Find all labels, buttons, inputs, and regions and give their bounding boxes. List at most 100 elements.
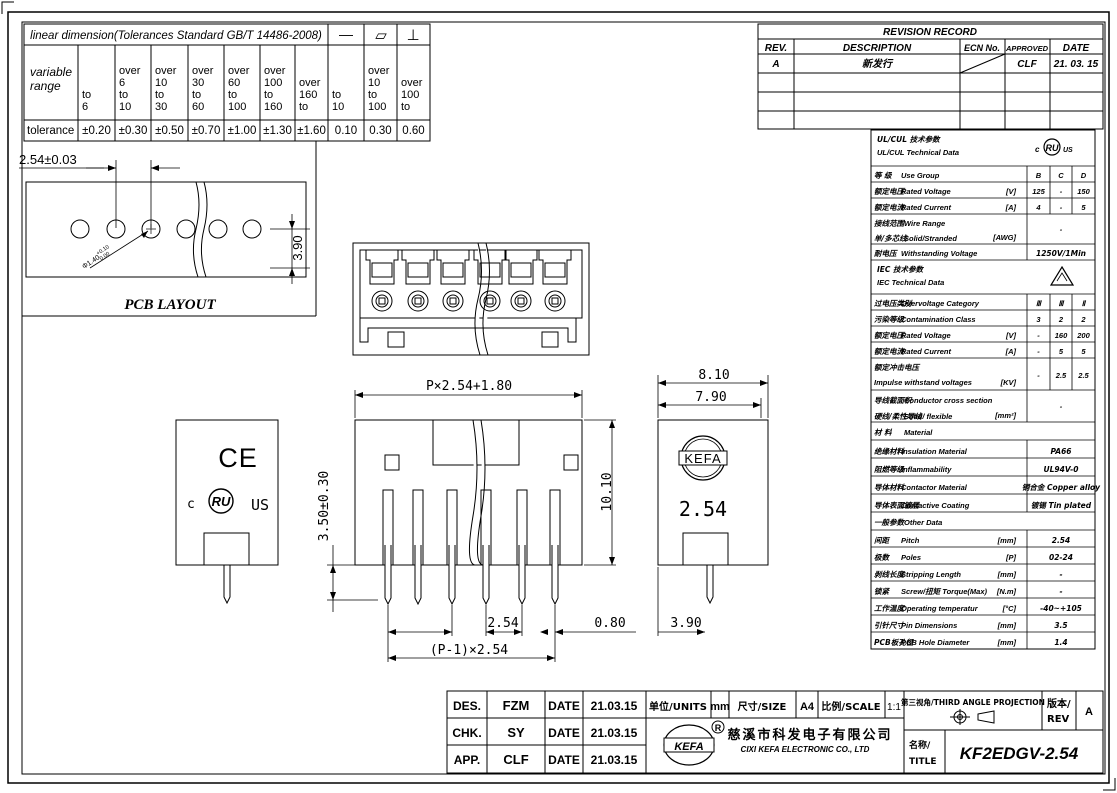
spec-label-en: PCB Hole Diameter xyxy=(901,638,970,647)
right-side-view: 8.10 7.90 KEFA 2.54 3.90 xyxy=(657,368,769,636)
spec-label-en: Contactor Material xyxy=(901,483,968,492)
spec-unit: [°C] xyxy=(1002,604,1017,613)
screw-inner xyxy=(375,294,389,308)
range-col-text: 160 xyxy=(264,101,282,113)
pin-slot xyxy=(480,489,492,565)
spec-value: 2.54 xyxy=(1052,536,1071,545)
tolerance-value: ±1.30 xyxy=(263,125,292,137)
spec-label-cn: 额定冲击电压 xyxy=(874,363,920,372)
ul-mark: RU xyxy=(212,494,231,509)
pin-slot xyxy=(382,489,394,565)
title-label: 名称/ TITLE xyxy=(909,739,937,767)
spec-value: - xyxy=(1060,187,1063,196)
spec-label-cn: 引针尺寸 xyxy=(874,621,905,630)
tb-role: CHK. xyxy=(452,726,481,740)
side-pin-offset-dim: 3.90 xyxy=(670,616,701,631)
spec-label-cn: 导体材料 xyxy=(874,483,905,492)
symbol-perpendicularity: ⊥ xyxy=(406,26,419,44)
revision-rev: A xyxy=(771,59,779,70)
pin xyxy=(482,545,490,606)
svg-text:R: R xyxy=(715,723,722,733)
spec-unit: [mm] xyxy=(997,638,1017,647)
spec-label-cn: 阻燃等级 xyxy=(874,465,905,474)
spec-label-en: Wire Range xyxy=(904,219,945,228)
drawing-title: KF2EDGV-2.54 xyxy=(960,744,1079,763)
spec-value: 1250V/1Min xyxy=(1036,249,1086,258)
screw-head xyxy=(551,297,559,305)
spec-value: D xyxy=(1081,171,1087,180)
spec-label-cn: PCB板孔径 xyxy=(874,638,915,647)
spec-label-en: Rated Current xyxy=(901,347,952,356)
spec-label-cn: 极数 xyxy=(874,553,890,562)
range-col-text: 160 xyxy=(299,89,317,101)
spec-value: UL94V-0 xyxy=(1044,465,1079,474)
spec-value: Ⅱ xyxy=(1082,299,1087,308)
tolerance-value: ±0.50 xyxy=(155,125,184,137)
range-col-text: to xyxy=(119,89,128,101)
tolerance-value: ±1.00 xyxy=(228,125,257,137)
spec-header: UL/CUL Technical Data xyxy=(877,148,959,157)
pin-thickness-dim: 0.80 xyxy=(594,616,625,631)
spec-label-en: Use Group xyxy=(901,171,940,180)
revision-table: REVISION RECORD REV. DESCRIPTION ECN No.… xyxy=(757,23,1104,130)
kefa-logo-icon: KEFA xyxy=(678,435,728,481)
tolerance-label: tolerance xyxy=(27,125,74,137)
spec-unit: [A] xyxy=(1005,347,1017,356)
range-col-text: 100 xyxy=(401,89,419,101)
tolerance-value: 0.10 xyxy=(335,125,357,137)
spec-label-en: Rated Voltage xyxy=(901,187,951,196)
pin-height-dim: 3.50±0.30 xyxy=(317,471,332,541)
corner-mark xyxy=(1103,778,1116,791)
ul-recognized-icon xyxy=(1043,138,1061,156)
left-side-view: CE c RU US xyxy=(175,419,279,605)
ul-recognized-icon: RU xyxy=(208,488,234,514)
range-col-text: to xyxy=(401,101,410,113)
spec-value: B xyxy=(1036,171,1042,180)
range-col-text: to xyxy=(155,89,164,101)
tolerance-value: ±0.30 xyxy=(119,125,148,137)
pin-slot xyxy=(516,489,528,565)
wire-slot xyxy=(504,250,538,285)
tolerance-columns: to6±0.20over6to10±0.30over10to30±0.50ove… xyxy=(82,65,425,137)
spec-value: 5 xyxy=(1081,203,1086,212)
spec-label-cn: 锁紧 xyxy=(874,587,890,596)
spec-label-en: Operating temperatur xyxy=(901,604,979,613)
spec-label-en: Poles xyxy=(901,553,921,562)
spec-label-en: Stripping Length xyxy=(901,570,961,579)
front-width-dim: P×2.54+1.80 xyxy=(426,379,512,394)
wire-slot-inner xyxy=(544,262,566,278)
tb-date-label: DATE xyxy=(548,699,580,713)
range-col-text: 6 xyxy=(82,101,88,113)
revision-title: REVISION RECORD xyxy=(883,27,977,38)
spec-section: Material xyxy=(904,428,933,437)
spec-label-cn: 导体表面镀层 xyxy=(874,501,920,510)
range-col-text: over xyxy=(299,77,321,89)
screw-inner xyxy=(548,294,562,308)
side-pitch-marking: 2.54 xyxy=(679,497,727,521)
title-label-line: 名称/ xyxy=(909,739,931,751)
spec-value: Ⅲ xyxy=(1036,299,1042,308)
range-col-text: 10 xyxy=(332,101,344,113)
kefa-logo-text: KEFA xyxy=(684,451,721,466)
tb-name: SY xyxy=(507,725,525,740)
spec-label-cn: 间距 xyxy=(874,536,890,545)
rev-label: 版本/ REV xyxy=(1047,697,1074,725)
screw-inner xyxy=(514,294,528,308)
revision-date: 21. 03. 15 xyxy=(1053,59,1099,70)
wire-slot xyxy=(401,250,435,285)
range-col-text: to xyxy=(299,101,308,113)
range-col-text: 10 xyxy=(368,77,380,89)
screw-inner xyxy=(483,294,497,308)
revision-col-ecn: ECN No. xyxy=(964,43,1000,53)
tb-role: DES. xyxy=(453,699,481,713)
range-col-text: over xyxy=(119,65,141,77)
spec-label-en: Solid/ flexible xyxy=(904,412,952,421)
screw-head xyxy=(517,297,525,305)
tolerance-value: 0.30 xyxy=(369,125,391,137)
range-col-text: 10 xyxy=(119,101,131,113)
screw-outer xyxy=(371,290,393,312)
side-width-dim: 8.10 xyxy=(698,368,729,383)
spec-label-en: Contactive Coating xyxy=(901,501,970,510)
